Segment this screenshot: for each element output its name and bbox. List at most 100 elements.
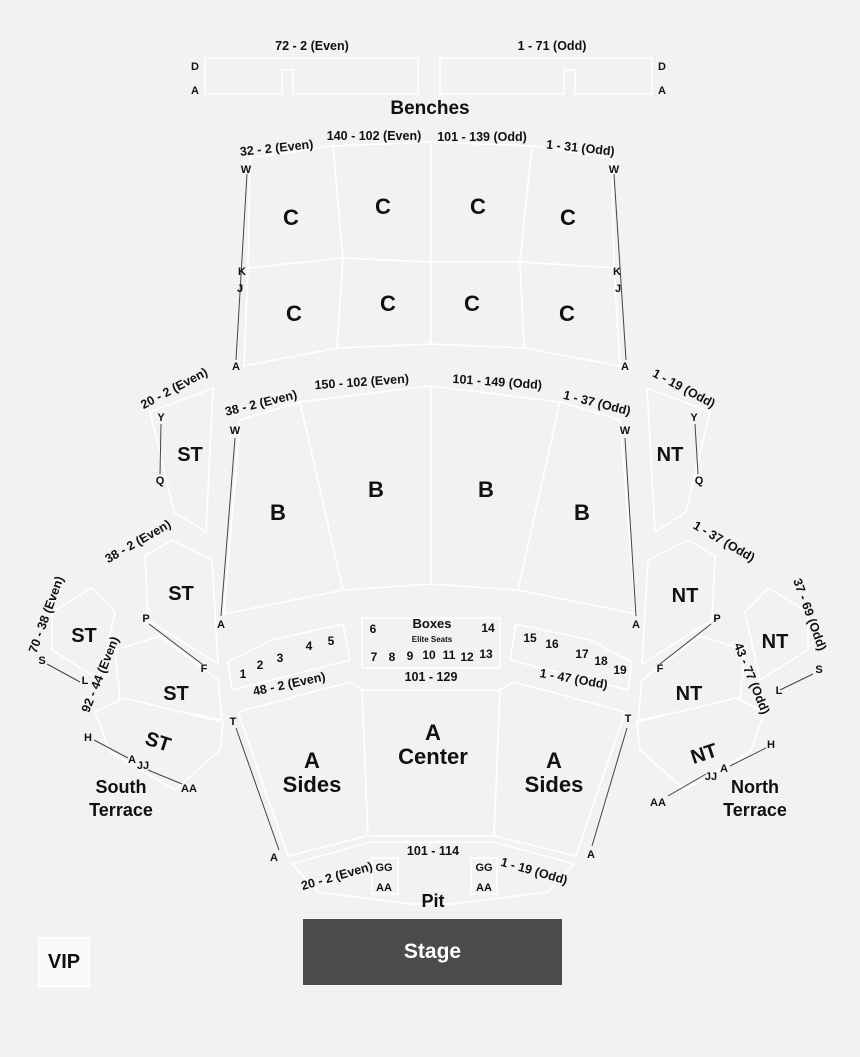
north-terrace-aisle-3	[779, 673, 814, 691]
section-a-area: 48 - 2 (Even) 101 - 129 1 - 47 (Odd) T A…	[230, 666, 632, 864]
north-terrace-row-aa: AA	[650, 797, 666, 809]
south-terrace-st-2[interactable]	[144, 539, 219, 666]
south-terrace-st-4[interactable]	[114, 635, 223, 721]
section-b-row-w-right: W	[620, 425, 631, 437]
south-terrace-row-aa: AA	[181, 783, 197, 795]
section-b-left-aisle	[220, 437, 236, 617]
south-terrace-st-1[interactable]	[149, 386, 214, 534]
pit-gg-left-box	[371, 857, 399, 895]
south-terrace-label-3: ST	[71, 625, 97, 647]
stage: Stage	[303, 919, 562, 985]
section-a-row-t-left: T	[230, 716, 237, 728]
section-b-label-1: B	[270, 500, 286, 525]
bench-right[interactable]	[439, 57, 653, 95]
south-terrace-area: 20 - 2 (Even) 38 - 2 (Even) 70 - 38 (Eve…	[26, 365, 224, 820]
section-a-range-center: 101 - 129	[405, 670, 458, 684]
north-terrace-nt-1[interactable]	[646, 386, 711, 534]
north-terrace-name-1: North	[731, 777, 779, 797]
section-c-label-7: C	[464, 291, 480, 316]
pit-row-gg-right: GG	[475, 862, 492, 874]
pit-section[interactable]	[290, 841, 576, 905]
section-c-row-w-left: W	[241, 164, 252, 176]
section-c-label-6: C	[380, 291, 396, 316]
section-b-right-aisle	[624, 437, 637, 617]
boxes-center[interactable]	[361, 617, 501, 669]
north-terrace-area: 1 - 19 (Odd) 1 - 37 (Odd) 37 - 69 (Odd) …	[636, 366, 829, 820]
section-a-sides-left-label-2: Sides	[283, 772, 342, 797]
section-a-row-a-right: A	[587, 849, 595, 861]
bench-row-a-right: A	[658, 85, 666, 97]
south-terrace-aisle-4	[93, 739, 129, 759]
section-c-row-k-right: K	[613, 266, 621, 278]
pit-gg-right-box	[470, 857, 498, 895]
box-number-4: 4	[306, 639, 313, 653]
north-terrace-nt-5[interactable]	[636, 697, 767, 791]
south-terrace-row-h: H	[84, 732, 92, 744]
section-c-label-1: C	[283, 205, 299, 230]
south-terrace-aisle-1	[159, 423, 162, 475]
section-c-right-aisle	[613, 173, 627, 361]
section-a-center-label-1: A	[425, 720, 441, 745]
box-number-6: 6	[370, 622, 377, 636]
section-c-lower-4[interactable]	[519, 261, 621, 367]
section-c-label-2: C	[375, 194, 391, 219]
box-number-9: 9	[407, 649, 414, 663]
south-terrace-aisle-5	[147, 769, 183, 785]
south-terrace-row-f: F	[201, 663, 208, 675]
north-terrace-row-y: Y	[690, 412, 698, 424]
north-terrace-row-p: P	[713, 613, 720, 625]
section-a-sides-left-label-1: A	[304, 748, 320, 773]
section-a-center-label-2: Center	[398, 744, 468, 769]
north-terrace-nt-3[interactable]	[744, 586, 809, 682]
south-terrace-row-s: S	[38, 655, 45, 667]
north-terrace-label-3: NT	[762, 631, 789, 653]
vip-section[interactable]: VIP	[38, 937, 90, 987]
north-terrace-label-1: NT	[657, 444, 684, 466]
pit-row-aa-right: AA	[476, 882, 492, 894]
bench-right-range: 1 - 71 (Odd)	[518, 39, 587, 53]
south-terrace-aisle-3	[46, 663, 81, 683]
south-terrace-row-jj: JJ	[137, 760, 149, 772]
section-c-area: 32 - 2 (Even) 140 - 102 (Even) 101 - 139…	[232, 129, 629, 373]
bench-row-d-right: D	[658, 61, 666, 73]
north-terrace-row-f: F	[657, 663, 664, 675]
south-terrace-st-5[interactable]	[93, 697, 224, 791]
section-c-row-k-left: K	[238, 266, 246, 278]
box-number-16: 16	[545, 637, 559, 651]
box-number-11: 11	[443, 648, 456, 662]
south-terrace-name-1: South	[96, 777, 147, 797]
box-number-8: 8	[389, 650, 396, 664]
section-a-sides-right[interactable]	[493, 681, 627, 857]
south-terrace-row-a: A	[128, 754, 136, 766]
south-terrace-aisle-2	[148, 623, 203, 665]
boxes-title: Boxes	[412, 616, 451, 631]
vip-label: VIP	[47, 950, 81, 973]
section-b-label-3: B	[478, 477, 494, 502]
pit-range-center: 101 - 114	[407, 844, 459, 858]
box-number-19: 19	[613, 663, 627, 677]
north-terrace-nt-4[interactable]	[637, 635, 746, 721]
south-terrace-st-3[interactable]	[51, 586, 116, 682]
section-c-label-5: C	[286, 301, 302, 326]
pit-row-aa-left: AA	[376, 882, 392, 894]
section-a-sides-right-label-2: Sides	[525, 772, 584, 797]
section-a-row-a-left: A	[270, 852, 278, 864]
boxes-right[interactable]	[509, 623, 633, 691]
south-terrace-label-4: ST	[163, 683, 189, 705]
bench-row-d-left: D	[191, 61, 199, 73]
stage-label: Stage	[403, 940, 462, 963]
north-terrace-row-h: H	[767, 739, 775, 751]
bench-left[interactable]	[204, 57, 419, 95]
north-terrace-row-l: L	[776, 685, 783, 697]
section-b-range-2: 150 - 102 (Even)	[314, 372, 409, 393]
boxes-subtitle: Elite Seats	[412, 635, 453, 644]
north-terrace-aisle-2	[659, 623, 712, 665]
boxes-left[interactable]	[227, 623, 351, 691]
south-terrace-row-l: L	[82, 675, 89, 687]
box-number-12: 12	[460, 650, 474, 664]
north-terrace-nt-2[interactable]	[641, 539, 716, 666]
south-terrace-row-p: P	[142, 613, 149, 625]
section-c-row-j-left: J	[237, 283, 243, 295]
section-c-row-w-right: W	[609, 164, 620, 176]
